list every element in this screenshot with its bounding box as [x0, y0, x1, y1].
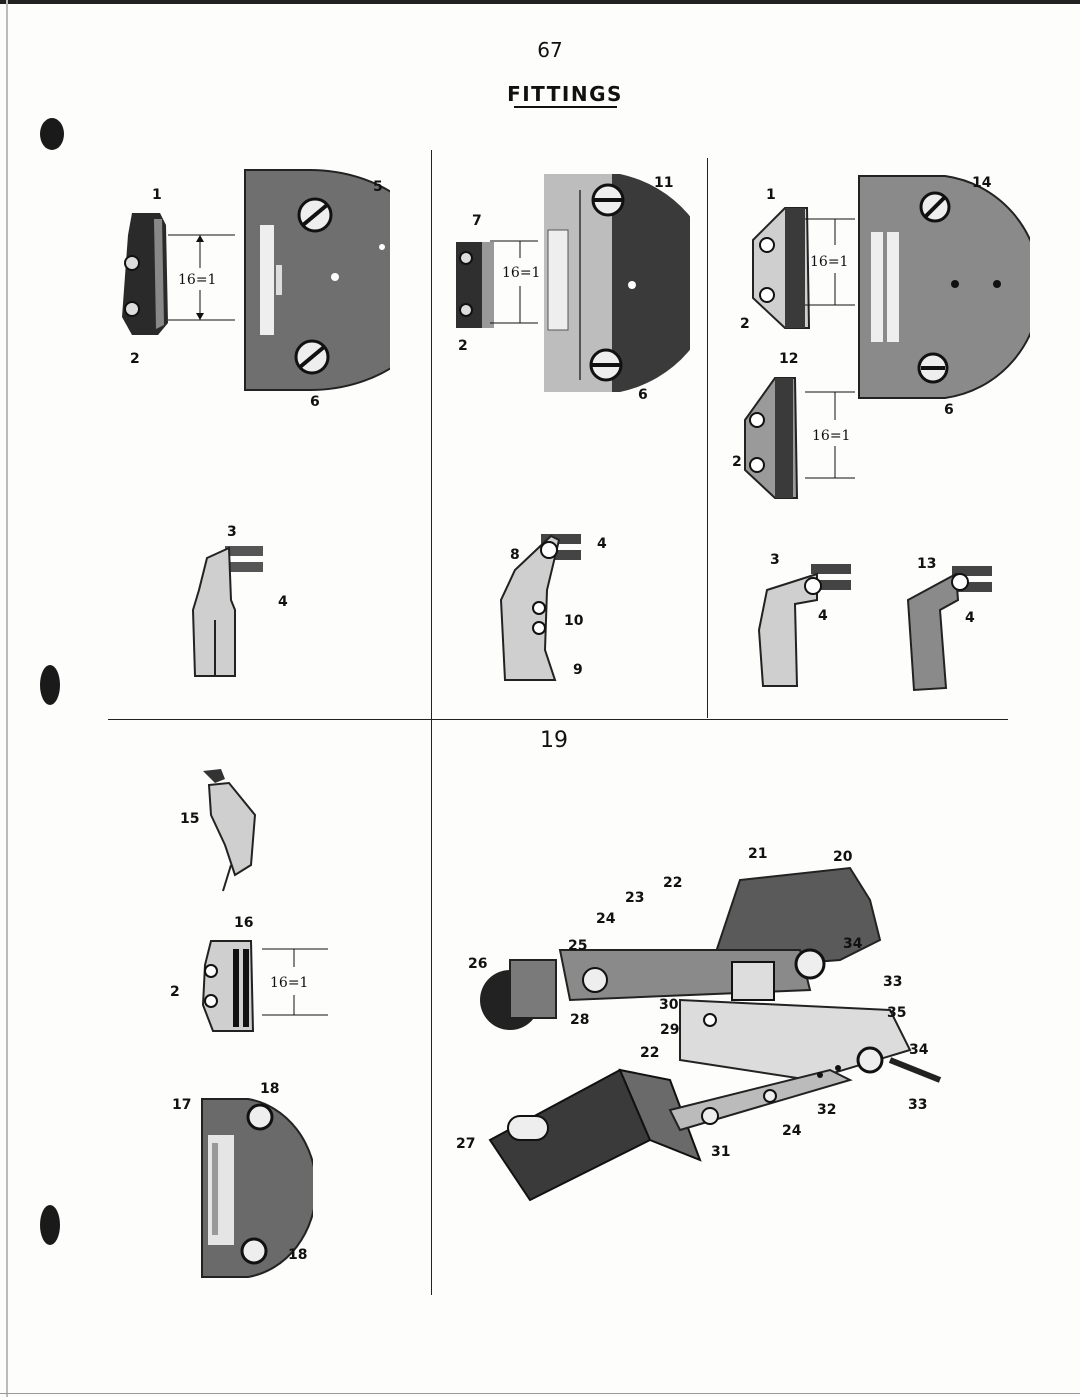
- callout-23: 23: [625, 890, 645, 906]
- callout-1: 1: [766, 187, 776, 203]
- callout-6: 6: [638, 387, 648, 403]
- callout-6: 6: [944, 402, 954, 418]
- callout-24: 24: [596, 911, 616, 927]
- callout-5: 5: [373, 179, 383, 195]
- callout-3: 3: [227, 524, 237, 540]
- callout-30: 30: [659, 997, 679, 1013]
- callout-16: 16: [234, 915, 254, 931]
- presser-foot-illustration-b: [499, 534, 581, 681]
- callout-35: 35: [887, 1005, 907, 1021]
- callout-7: 7: [472, 213, 482, 229]
- callout-33: 33: [908, 1097, 928, 1113]
- callout-28: 28: [570, 1012, 590, 1028]
- callout-33: 33: [883, 974, 903, 990]
- callout-18: 18: [260, 1081, 280, 1097]
- callout-4: 4: [278, 594, 288, 610]
- feed-dog-illustration-b: [456, 242, 494, 328]
- callout-3: 3: [770, 552, 780, 568]
- throat-plate-illustration-b: [544, 174, 690, 392]
- dimension-label: 16=1: [812, 428, 851, 444]
- callout-18: 18: [288, 1247, 308, 1263]
- binder-hole-middle: [40, 665, 60, 705]
- dimension-lines-d: [805, 391, 855, 479]
- page-number: 67: [537, 38, 563, 62]
- dimension-label: 16=1: [810, 254, 849, 270]
- callout-29: 29: [660, 1022, 680, 1038]
- vertical-divider-1: [431, 150, 432, 1295]
- callout-2: 2: [130, 351, 140, 367]
- callout-21: 21: [748, 846, 768, 862]
- callout-2: 2: [170, 984, 180, 1000]
- callout-1: 1: [152, 187, 162, 203]
- callout-22: 22: [640, 1045, 660, 1061]
- presser-foot-illustration-d: [906, 566, 992, 692]
- callout-4: 4: [965, 610, 975, 626]
- presser-foot-illustration-a: [191, 546, 263, 677]
- callout-17: 17: [172, 1097, 192, 1113]
- callout-2: 2: [740, 316, 750, 332]
- presser-foot-illustration-15: [203, 769, 257, 892]
- feed-dog-illustration-e: [201, 940, 255, 1032]
- callout-9: 9: [573, 662, 583, 678]
- throat-plate-illustration-17: [201, 1098, 313, 1278]
- callout-34: 34: [909, 1042, 929, 1058]
- callout-27: 27: [456, 1136, 476, 1152]
- feed-dog-illustration-d: [744, 377, 799, 499]
- throat-plate-illustration-c: [858, 175, 1030, 399]
- dimension-lines-b: [490, 240, 538, 324]
- feed-dog-illustration-c: [752, 207, 811, 329]
- callout-34: 34: [843, 936, 863, 952]
- callout-22: 22: [663, 875, 683, 891]
- presser-foot-illustration-c: [757, 564, 851, 687]
- callout-14: 14: [972, 175, 992, 191]
- dimension-lines-e: [262, 948, 328, 1016]
- callout-8: 8: [510, 547, 520, 563]
- callout-2: 2: [732, 454, 742, 470]
- dimension-label: 16=1: [502, 265, 541, 281]
- callout-32: 32: [817, 1102, 837, 1118]
- callout-12: 12: [779, 351, 799, 367]
- dimension-label: 16=1: [178, 272, 217, 288]
- callout-13: 13: [917, 556, 937, 572]
- title-underline: [514, 106, 617, 108]
- callout-11: 11: [654, 175, 674, 191]
- callout-6: 6: [310, 394, 320, 410]
- callout-25: 25: [568, 938, 588, 954]
- callout-2: 2: [458, 338, 468, 354]
- bottom-border: [0, 1393, 1080, 1394]
- callout-10: 10: [564, 613, 584, 629]
- callout-4: 4: [597, 536, 607, 552]
- attachment-assembly-illustration: [480, 866, 942, 1202]
- dimension-lines-c: [805, 218, 855, 306]
- figure-number: 19: [540, 728, 568, 753]
- dimension-label: 16=1: [270, 975, 309, 991]
- callout-24: 24: [782, 1123, 802, 1139]
- feed-dog-illustration-a: [122, 213, 168, 335]
- callout-31: 31: [711, 1144, 731, 1160]
- callout-26: 26: [468, 956, 488, 972]
- dimension-lines-a: [159, 230, 235, 321]
- callout-20: 20: [833, 849, 853, 865]
- callout-15: 15: [180, 811, 200, 827]
- page-edge: [6, 0, 8, 1397]
- binder-hole-bottom: [40, 1205, 60, 1245]
- horizontal-divider: [108, 719, 1008, 720]
- vertical-divider-2: [707, 158, 708, 718]
- top-border: [0, 0, 1080, 4]
- binder-hole-top: [40, 118, 64, 150]
- throat-plate-illustration-a: [244, 169, 390, 391]
- callout-4: 4: [818, 608, 828, 624]
- page-title: FITTINGS: [507, 82, 623, 106]
